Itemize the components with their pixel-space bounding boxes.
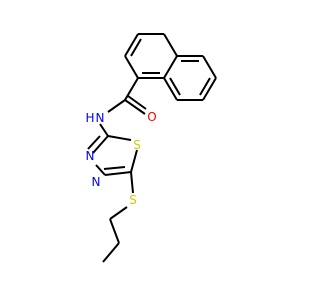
- molecule-structure-diagram: O N H N N S S: [0, 0, 300, 300]
- amide-hydrogen-label: H: [85, 111, 94, 125]
- bond: [163, 55, 178, 79]
- bond-amide-ring: [99, 123, 109, 137]
- bond-carbonyl-nitrogen: [107, 99, 126, 113]
- bond: [107, 135, 132, 141]
- naphthalene-ring-upper: [124, 33, 178, 79]
- aromatic-bond: [130, 38, 142, 57]
- bond: [202, 55, 217, 79]
- bond-propyl: [109, 218, 120, 244]
- bond-aryl-carbonyl: [124, 77, 139, 101]
- bond: [92, 135, 109, 154]
- bond: [124, 55, 139, 79]
- aromatic-bond: [103, 166, 126, 170]
- bond-ring-thioether: [130, 171, 134, 194]
- bond: [104, 171, 132, 176]
- thioether-sulfur-label: S: [129, 193, 137, 207]
- ring-nitrogen-label: N: [92, 175, 101, 189]
- amide-nitrogen-label: N: [96, 111, 105, 125]
- aromatic-bond: [199, 77, 211, 96]
- aromatic-bond: [169, 77, 181, 96]
- bond-propyl: [102, 242, 120, 263]
- bond-carbonyl-oxygen: [124, 99, 146, 115]
- background: [0, 0, 300, 300]
- ring-nitrogen-label: N: [86, 149, 95, 163]
- bond-propyl: [109, 206, 128, 220]
- bond-carbonyl-oxygen-double: [127, 95, 147, 110]
- carbonyl-oxygen-label: O: [147, 110, 156, 124]
- thiadiazole-ring: [87, 135, 138, 176]
- bond: [163, 33, 178, 57]
- bond: [163, 77, 178, 101]
- aromatic-bond: [87, 135, 101, 150]
- bond: [124, 33, 139, 57]
- naphthalene-ring-right: [163, 55, 217, 101]
- ring-sulfur-label: S: [133, 138, 141, 152]
- bond: [202, 77, 217, 101]
- bond: [95, 164, 106, 176]
- bond: [130, 149, 138, 173]
